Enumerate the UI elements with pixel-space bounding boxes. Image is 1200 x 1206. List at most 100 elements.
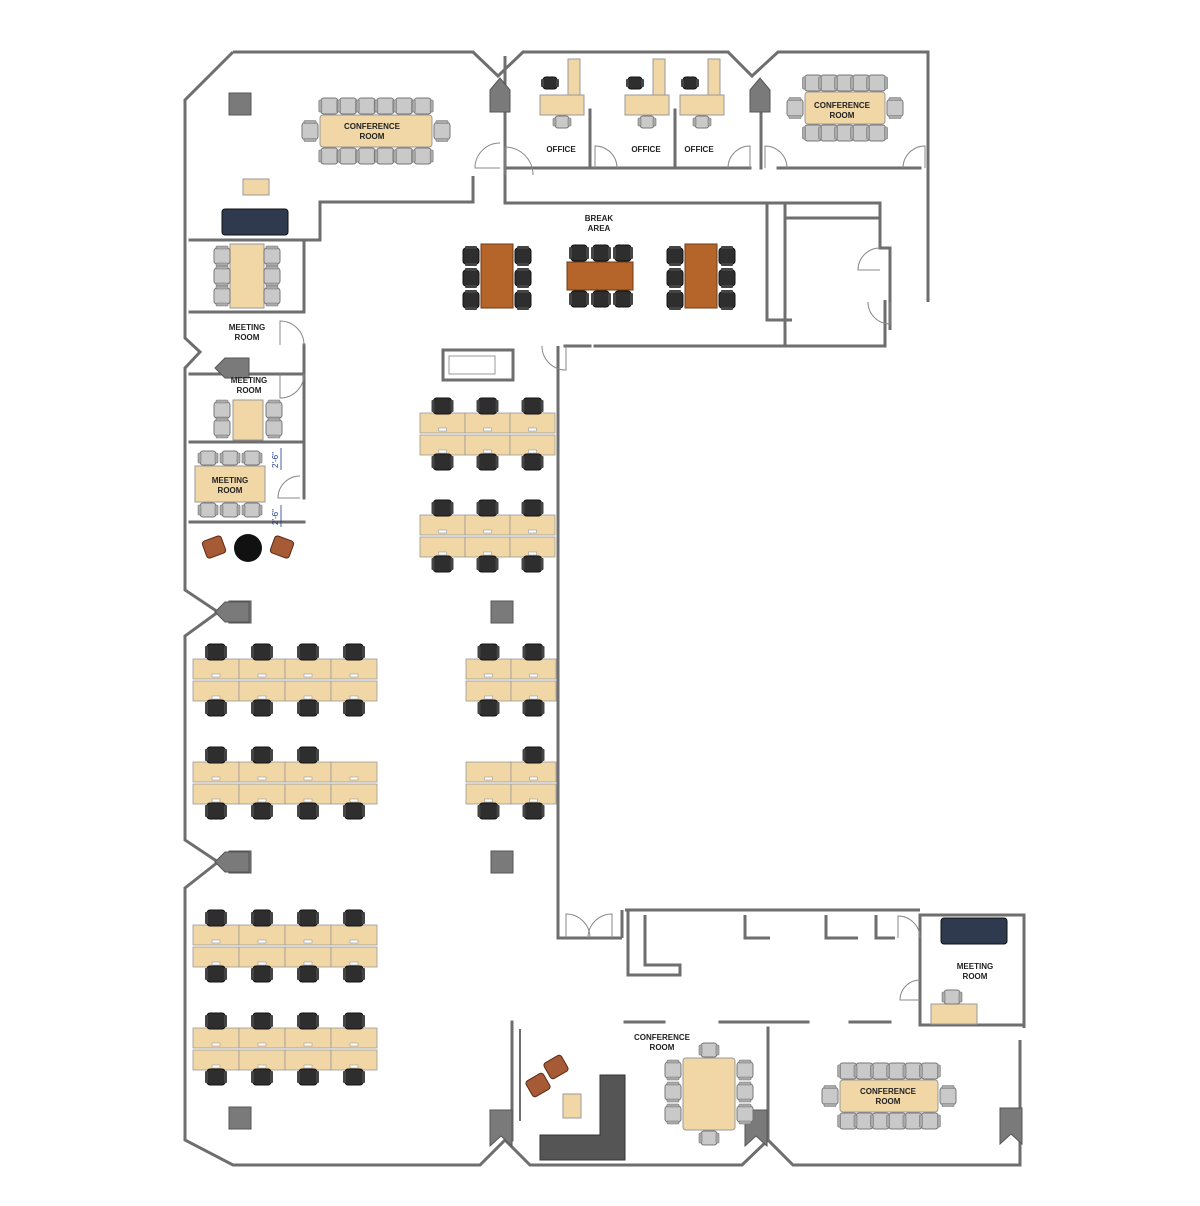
chair-arm <box>258 504 263 516</box>
chair-arm <box>669 246 681 249</box>
wall-box <box>441 348 515 382</box>
desk-monitor <box>303 673 313 678</box>
chair <box>821 1085 839 1107</box>
label-conference-room-line: ROOM <box>830 111 855 120</box>
chair-arm <box>215 417 229 422</box>
desk-monitor <box>303 939 313 944</box>
chair <box>718 268 736 288</box>
desk-monitor <box>438 529 447 534</box>
chair <box>666 290 684 310</box>
chair-arm <box>337 99 341 113</box>
chair-seat <box>344 1012 364 1030</box>
chair-arm <box>215 262 229 267</box>
chair-seat <box>252 909 272 927</box>
label-meeting-room-line: MEETING <box>231 376 267 385</box>
chair-arm <box>715 1044 720 1056</box>
chair-arm <box>450 502 454 514</box>
break-table <box>566 261 634 291</box>
chair-arm <box>205 1071 208 1083</box>
chair-arm <box>517 246 529 249</box>
chair-seat <box>514 269 532 287</box>
chair-arm <box>669 285 681 288</box>
chair-arm <box>613 293 616 305</box>
desk-monitor <box>211 939 221 944</box>
chair-arm <box>738 1120 752 1125</box>
chair-seat <box>252 746 272 764</box>
chair <box>297 802 319 820</box>
chair-arm <box>540 502 544 514</box>
chair-arm <box>429 149 434 163</box>
dimension-label: 2'-6" <box>271 509 280 525</box>
chair-arm <box>265 262 279 267</box>
chair-seat <box>627 76 643 90</box>
chair-seat <box>523 499 542 517</box>
chair-seat <box>786 99 804 117</box>
chair-arm <box>541 749 545 761</box>
chair-arm <box>837 1064 841 1078</box>
chair-arm <box>476 400 480 412</box>
chair-seat <box>433 453 452 471</box>
chair-arm <box>316 646 319 658</box>
chair-arm <box>477 646 481 658</box>
chair-seat <box>344 802 364 820</box>
chair-seat <box>252 965 272 983</box>
chair <box>318 147 341 165</box>
chair-seat <box>213 247 231 265</box>
chair <box>213 245 231 267</box>
chair <box>613 244 633 262</box>
chair-arm <box>205 968 208 980</box>
chair-arm <box>902 1114 907 1128</box>
chair-seat <box>252 1012 272 1030</box>
chair-arm <box>431 456 435 468</box>
column <box>228 92 252 116</box>
door-swing <box>279 373 305 399</box>
chair <box>431 453 454 471</box>
chair-seat <box>344 965 364 983</box>
chair-arm <box>197 504 202 516</box>
chair-seat <box>592 244 610 262</box>
chair-arm <box>522 749 526 761</box>
chair-seat <box>666 247 684 265</box>
break-table <box>684 243 718 309</box>
chair-seat <box>666 291 684 309</box>
chair-arm <box>569 293 572 305</box>
label-office: OFFICE <box>684 145 714 154</box>
chair-arm <box>224 749 227 761</box>
outer-wall <box>233 50 930 302</box>
chair-arm <box>450 456 454 468</box>
chair-seat <box>206 802 226 820</box>
chair <box>343 909 365 927</box>
chair <box>355 97 378 115</box>
desk-monitor <box>303 695 313 700</box>
sofa <box>940 917 1008 945</box>
desk-monitor <box>529 695 538 700</box>
chair <box>297 965 319 983</box>
chair-arm <box>669 268 681 271</box>
chair-seat <box>570 244 588 262</box>
chair-arm <box>215 282 229 287</box>
column <box>490 850 514 874</box>
chair-arm <box>552 117 557 127</box>
chair <box>866 124 888 142</box>
chair <box>476 453 499 471</box>
chair-seat <box>298 699 318 717</box>
chair <box>477 643 500 661</box>
chair-seat <box>479 802 498 820</box>
chair <box>591 244 611 262</box>
chair-arm <box>888 115 902 119</box>
chair-arm <box>495 558 499 570</box>
chair-arm <box>902 1064 907 1078</box>
desk-monitor <box>349 1064 359 1069</box>
desk-monitor <box>257 1064 267 1069</box>
chair <box>241 450 263 466</box>
chair-arm <box>343 912 346 924</box>
desk-monitor <box>528 551 537 556</box>
chair-arm <box>270 912 273 924</box>
interior-wall <box>824 915 858 940</box>
chair-arm <box>495 502 499 514</box>
chair-arm <box>541 646 545 658</box>
chair <box>263 265 281 287</box>
chair-arm <box>522 702 526 714</box>
office-return <box>567 58 581 96</box>
chair-arm <box>316 805 319 817</box>
